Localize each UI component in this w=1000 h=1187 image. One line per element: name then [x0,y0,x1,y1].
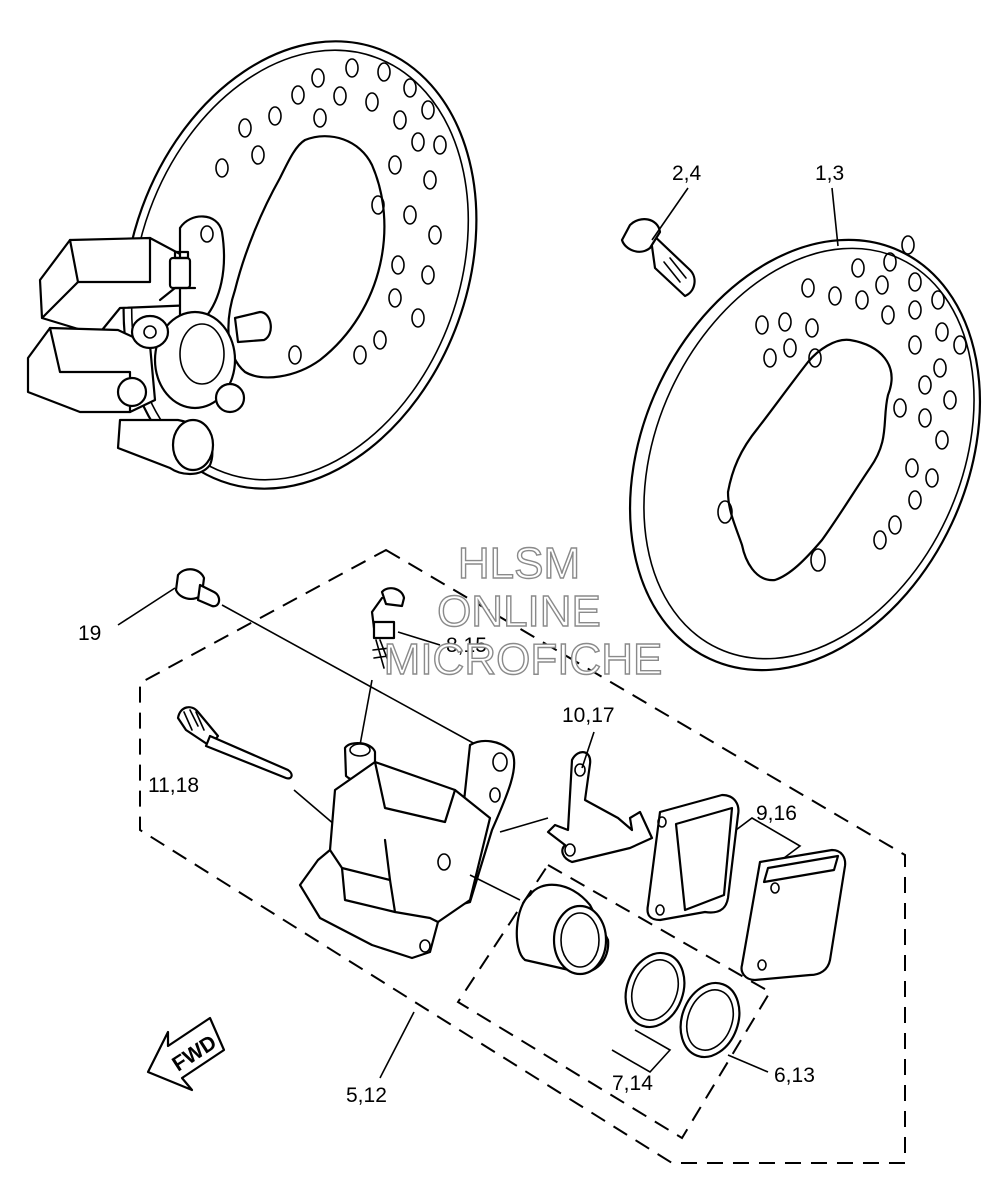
callout-8-15: 8,15 [446,634,487,657]
watermark: HLSM ONLINE MICROFICHE [383,538,663,684]
assembled-caliper [26,215,272,476]
disc-holes [755,235,967,550]
watermark-line2: ONLINE [437,587,601,636]
piston [515,883,610,976]
disc-holes [203,58,447,365]
caliper-assembly-outline [139,548,906,1164]
fwd-arrow: FWD [146,1016,226,1092]
callout-1-3: 1,3 [815,162,844,185]
callout-9-16: 9,16 [756,802,797,825]
pad-spring [546,751,654,864]
callout-10-17: 10,17 [562,704,615,727]
callout-5-12: 5,12 [346,1084,387,1107]
brake-disc [628,235,982,672]
callout-6-13: 6,13 [774,1064,815,1087]
watermark-line1: HLSM [458,539,580,588]
callout-2-4: 2,4 [672,162,702,185]
slide-pin [176,706,293,780]
piston-seal [624,951,686,1029]
callout-19: 19 [78,622,101,645]
watermark-line3: MICROFICHE [384,635,663,684]
seal-kit-outline [456,863,772,1140]
callout-11-18: 11,18 [148,774,199,797]
caliper-bolt [174,568,221,608]
caliper-body [298,739,516,960]
brake-pad-rear [740,848,847,982]
brake-pad-front [646,793,740,922]
callout-7-14: 7,14 [612,1072,653,1095]
dust-seal [679,981,741,1059]
disc-bolt [620,218,696,298]
bleed-screw [370,587,406,669]
